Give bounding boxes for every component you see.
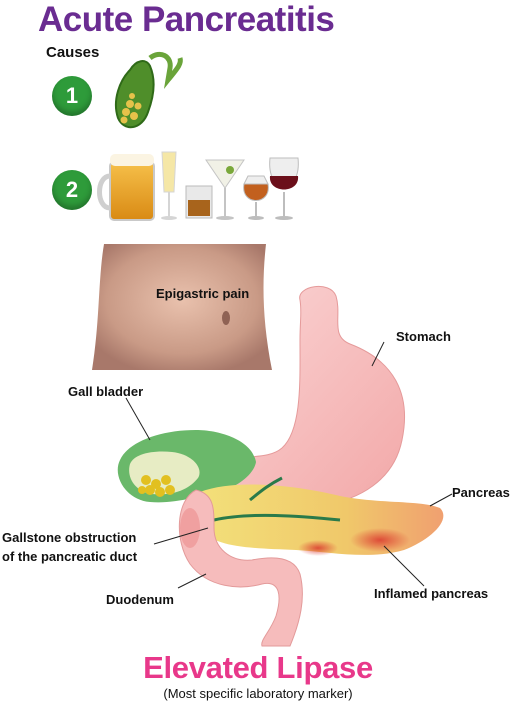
gallstone-obstruction-line-1: Gallstone obstruction [2,530,137,545]
duodenum-label: Duodenum [106,592,174,607]
leader-lines [125,341,453,589]
pancreas-organ [200,476,444,556]
cause-number-2-badge: 2 [52,170,92,210]
causes-heading: Causes [46,44,100,61]
stomach-label: Stomach [396,329,451,344]
gall-bladder-label: Gall bladder [68,384,144,399]
epigastric-pain-label: Epigastric pain [156,286,250,301]
gallstone-obstruction-label: Gallstone obstruction of the pancreatic … [2,528,137,566]
gall-bladder-organ [117,430,257,503]
gallbladder-cause-icon [114,51,183,128]
abdomen-image [92,244,272,370]
laboratory-marker-subtitle: (Most specific laboratory marker) [163,686,353,701]
drinks-cause-icon [97,151,299,221]
pancreas-label: Pancreas [452,485,510,500]
inflamed-pancreas-label: Inflamed pancreas [374,586,489,601]
cause-number-1-badge: 1 [52,76,92,116]
gallstone-obstruction-line-2: of the pancreatic duct [2,549,138,564]
elevated-lipase-title: Elevated Lipase [143,650,373,685]
duodenum-organ [178,489,303,647]
page-title: Acute Pancreatitis [38,0,335,39]
